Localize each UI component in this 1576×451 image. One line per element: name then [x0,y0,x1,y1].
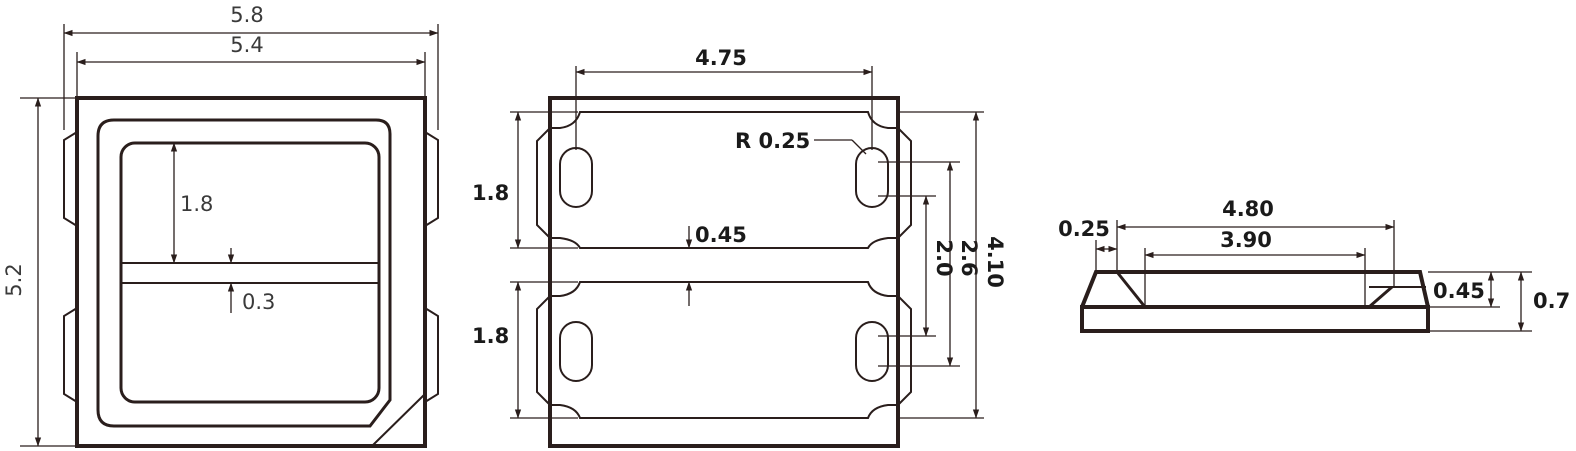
dim-body-width: 5.4 [230,33,263,57]
dim-lower-pad-height: 1.8 [472,324,509,348]
dim-separator-width: 0.3 [242,290,275,314]
top-view-body-outline [75,96,427,448]
dim-window-height: 1.8 [180,192,213,216]
slot-lower-left [559,321,593,382]
dim-corner-radius: R 0.25 [735,129,810,153]
slot-lower-right [855,321,889,382]
side-view-lens [1080,270,1430,308]
dim-lens-thickness: 0.45 [1433,279,1485,303]
left-cavity-wall [1115,271,1147,308]
pad-view: 4.75 R 0.25 1.8 1.8 0.45 2.0 2.6 4. [472,46,1007,448]
dim-inner-span: 2.0 [932,239,956,276]
dim-overall-width: 5.8 [230,3,263,27]
right-cavity-wall [1368,285,1393,309]
left-lower-terminal [63,307,78,403]
dim-height: 5.2 [2,263,26,296]
dim-upper-pad-height: 1.8 [472,181,509,205]
dim-chamfer: 0.25 [1058,217,1110,241]
emission-window [119,141,381,404]
pad-view-body-outline [548,96,900,448]
inner-frame [96,118,392,428]
right-upper-terminal [424,131,439,227]
dim-length: 4.80 [1222,197,1274,221]
lower-pad [536,281,912,419]
cathode-mark [371,393,426,447]
dim-cavity-length: 3.90 [1220,228,1272,252]
dim-total-thickness: 0.7 [1533,289,1570,313]
side-view: 4.80 3.90 0.25 0.45 0.7 [1058,197,1570,333]
slot-upper-left [559,147,593,208]
dim-outer-span: 2.6 [957,239,981,276]
side-view-substrate [1080,305,1430,333]
dim-pad-spacing: 4.75 [695,46,747,70]
slot-upper-right [855,147,889,208]
left-upper-terminal [63,131,78,227]
top-view: 5.8 5.4 5.2 1.8 0.3 [2,3,439,448]
dim-total-height: 4.10 [983,236,1007,288]
upper-pad [536,111,912,249]
dim-pad-gap: 0.45 [695,223,747,247]
right-lower-terminal [424,307,439,403]
